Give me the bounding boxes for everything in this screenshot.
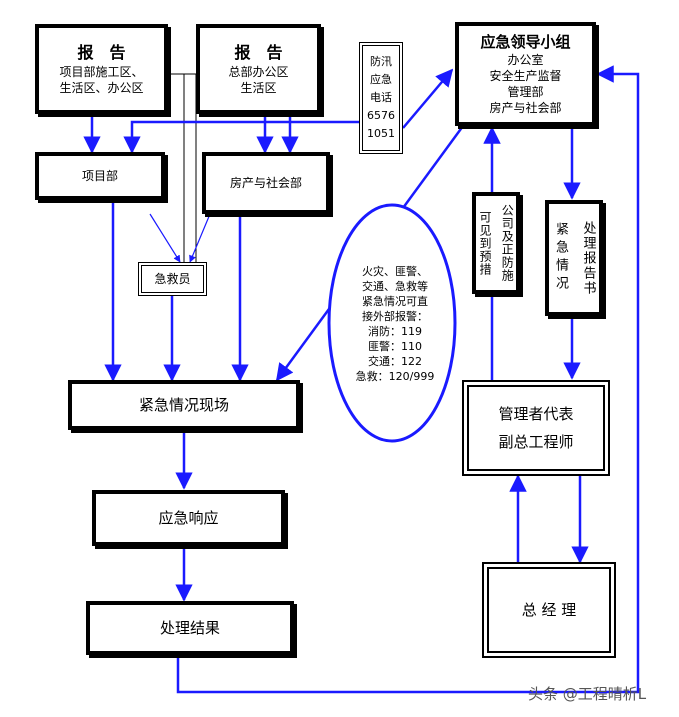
emergency-response-label: 应急响应 xyxy=(158,508,219,527)
ellipse-line5: 消防：119 xyxy=(368,325,422,338)
report-site-line1: 项目部施工区、 xyxy=(59,64,144,79)
handling-result-label: 处理结果 xyxy=(159,618,220,637)
monitor-col2: 公司及正防施 xyxy=(500,204,515,282)
manager-representative-box: 管理者代表 副总工程师 xyxy=(462,380,610,476)
report-hq-title: 报 告 xyxy=(234,43,283,63)
external-alarm-ellipse xyxy=(327,203,457,443)
blue-arrows xyxy=(83,65,640,694)
handling-result-box: 处理结果 xyxy=(86,601,294,655)
project-dept-label: 项目部 xyxy=(81,168,118,183)
report-hq-line2: 生活区 xyxy=(240,80,277,95)
hotline-line1: 防汛 xyxy=(370,55,392,68)
leadership-line2: 安全生产监督 xyxy=(489,68,562,83)
rescuer-arrows xyxy=(149,213,211,263)
hotline-line2: 应急 xyxy=(370,73,392,86)
emergency-scene-label: 紧急情况现场 xyxy=(138,395,229,414)
property-dept-box: 房产与社会部 xyxy=(202,152,330,214)
report-site-title: 报 告 xyxy=(77,43,126,63)
ellipse-line2: 交通、急救等 xyxy=(362,280,428,293)
monitor-col1: 可见到预措 xyxy=(478,210,492,276)
report-site-box: 报 告 项目部施工区、 生活区、办公区 xyxy=(35,24,168,114)
project-dept-box: 项目部 xyxy=(35,152,165,200)
flood-hotline-box: 防汛 应急 电话 6576 1051 xyxy=(359,42,403,154)
leadership-title: 应急领导小组 xyxy=(480,32,571,51)
ellipse-line6: 匪警：110 xyxy=(368,340,422,353)
leadership-line3: 管理部 xyxy=(507,85,544,100)
ellipse-line7: 交通：122 xyxy=(368,355,422,368)
report-site-line2: 生活区、办公区 xyxy=(59,80,144,95)
hotline-line4: 6576 xyxy=(367,109,395,122)
emergency-response-box: 应急响应 xyxy=(92,490,285,546)
first-aider-box: 急救员 xyxy=(138,262,207,296)
report-col2: 处理报告书 xyxy=(580,220,596,296)
emergency-leadership-box: 应急领导小组 办公室 安全生产监督 管理部 房产与社会部 xyxy=(455,22,596,126)
external-alarm-text: 火灾、匪警、 交通、急救等 紧急情况可直 接外部报警： 消防：119 匪警：11… xyxy=(345,264,445,384)
hotline-line3: 电话 xyxy=(370,91,392,104)
leadership-line4: 房产与社会部 xyxy=(489,101,562,116)
general-manager-box: 总 经 理 xyxy=(482,562,616,658)
ellipse-line3: 紧急情况可直 xyxy=(362,295,428,308)
leadership-line1: 办公室 xyxy=(507,52,544,67)
ellipse-line4: 接外部报警： xyxy=(362,310,428,323)
hotline-line5: 1051 xyxy=(367,127,395,140)
report-hq-box: 报 告 总部办公区 生活区 xyxy=(196,24,321,114)
watermark: 头条 @工程晴析L xyxy=(528,685,647,703)
general-manager-label: 总 经 理 xyxy=(521,600,577,619)
report-col1: 紧急情况 xyxy=(553,222,568,294)
emergency-report-box: 紧急情况 处理报告书 xyxy=(545,200,603,316)
first-aider-label: 急救员 xyxy=(154,271,191,286)
manager-rep-line1: 管理者代表 xyxy=(498,404,574,423)
ellipse-line1: 火灾、匪警、 xyxy=(362,265,428,278)
emergency-scene-box: 紧急情况现场 xyxy=(68,380,300,430)
company-monitor-box: 可见到预措 公司及正防施 xyxy=(472,192,520,294)
manager-rep-line2: 副总工程师 xyxy=(498,433,574,451)
property-dept-label: 房产与社会部 xyxy=(229,175,302,190)
ellipse-line8: 急救：120/999 xyxy=(355,370,435,383)
report-hq-line1: 总部办公区 xyxy=(228,64,289,79)
